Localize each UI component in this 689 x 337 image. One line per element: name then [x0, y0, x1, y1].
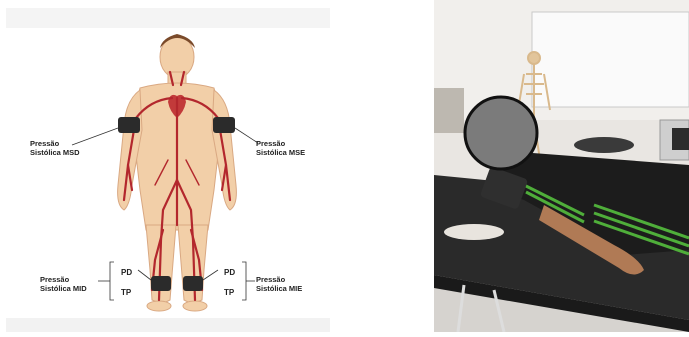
label-systolic-msd: Pressão Sistólica MSD — [30, 140, 80, 157]
patient-photo-panel — [434, 0, 689, 332]
photo-svg — [434, 0, 689, 332]
trampoline — [574, 137, 634, 153]
cuff-left-arm — [213, 117, 235, 133]
label-systolic-mie: Pressão Sistólica MIE — [256, 276, 302, 293]
site-label-tp-left: TP — [224, 288, 234, 297]
site-label-pd-right: PD — [121, 268, 132, 277]
cuff-left-ankle — [183, 276, 203, 291]
label-systolic-mid: Pressão Sistólica MID — [40, 276, 87, 293]
site-label-tp-right: TP — [121, 288, 131, 297]
cuff-right-ankle — [151, 276, 171, 291]
site-label-pd-left: PD — [224, 268, 235, 277]
label-systolic-mse: Pressão Sistólica MSE — [256, 140, 305, 157]
anatomy-illustration-panel: Pressão Sistólica MSD Pressão Sistólica … — [0, 0, 335, 332]
face-blur-circle — [465, 97, 537, 169]
cuff-right-arm — [118, 117, 140, 133]
